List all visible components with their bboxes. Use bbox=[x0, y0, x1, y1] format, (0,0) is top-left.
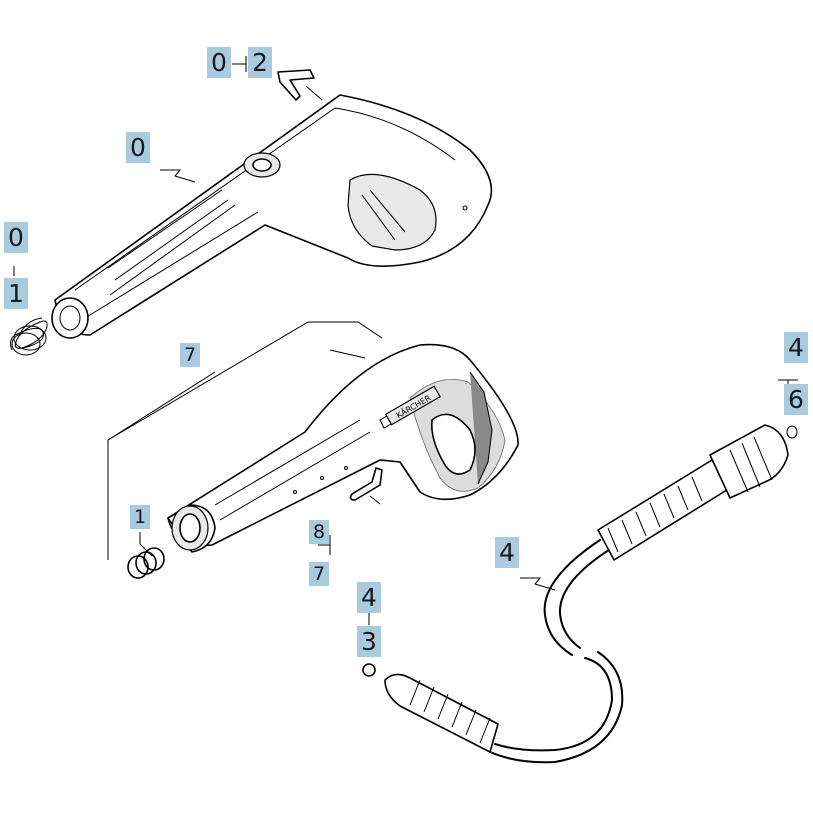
high-pressure-hose bbox=[489, 539, 624, 764]
callout-bracket-8-7 bbox=[318, 535, 331, 555]
callout-02-a: 0 bbox=[207, 47, 231, 78]
spring-lower bbox=[127, 532, 165, 579]
callout-01-a: 0 bbox=[4, 222, 28, 253]
clip-part bbox=[277, 69, 323, 101]
leader-part-0 bbox=[160, 169, 196, 183]
callout-brackets bbox=[13, 56, 247, 276]
hose-fitting-upper bbox=[597, 379, 798, 561]
gun-housing-upper bbox=[51, 94, 493, 339]
callout-01-b: 1 bbox=[4, 278, 28, 309]
callout-7: 7 bbox=[180, 343, 200, 367]
callout-0: 0 bbox=[126, 132, 150, 163]
callout-1: 1 bbox=[130, 505, 150, 529]
callout-87-a: 8 bbox=[309, 520, 329, 544]
spring-upper bbox=[10, 317, 48, 356]
callout-46-b: 6 bbox=[784, 384, 808, 415]
callout-46-a: 4 bbox=[784, 332, 808, 363]
callout-43-a: 4 bbox=[357, 582, 381, 613]
callout-02-b: 2 bbox=[248, 47, 272, 78]
hose-fitting-lower bbox=[362, 612, 499, 753]
callout-4: 4 bbox=[495, 537, 519, 568]
callout-87-b: 7 bbox=[309, 562, 329, 586]
callout-43-b: 3 bbox=[357, 626, 381, 657]
